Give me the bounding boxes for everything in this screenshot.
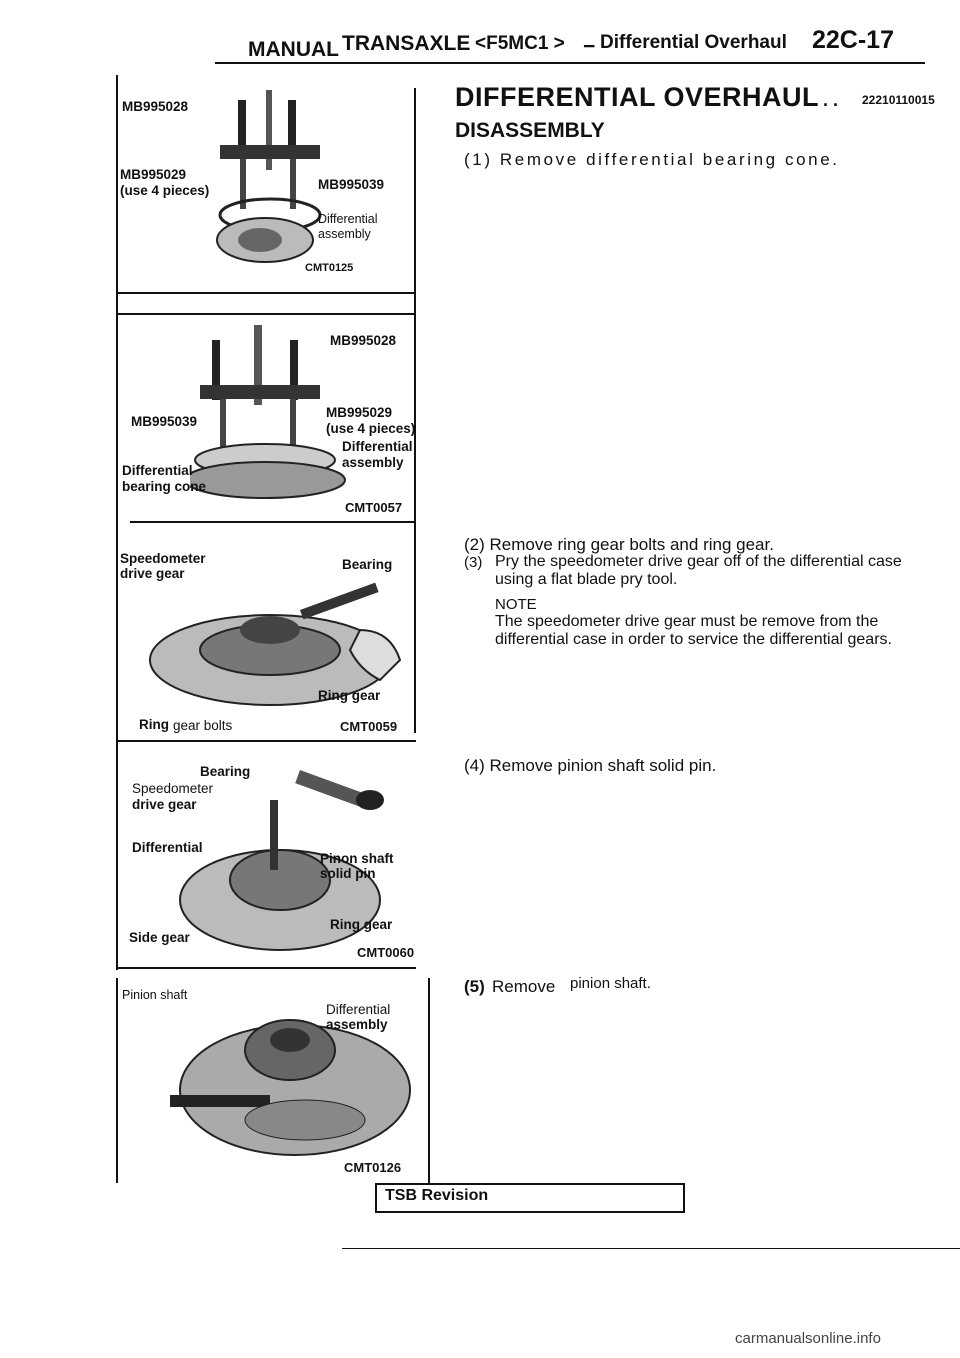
header-model: <F5MC1 > [475,33,565,54]
fig1-label-tool-top: MB995028 [122,99,189,114]
fig4-code: CMT0060 [357,945,415,960]
fig-divider-3 [116,740,416,742]
fig1-label-tool-right: MB995039 [318,177,385,192]
header-rule [215,62,925,64]
fig4-label-solid-pin: solid pin [320,866,376,881]
left-frame-line [116,75,118,970]
fig2-label-part-right: Differential [342,439,413,454]
fig4-label-bearing: Bearing [200,764,251,779]
right-frame-line-1 [414,88,416,733]
fig2-label-tool-left: MB995039 [131,414,198,429]
fig3-code: CMT0059 [340,719,398,734]
fig2-label-tool-top: MB995028 [330,333,397,348]
page-number: 22C-17 [812,26,894,54]
fig1-label-part2: assembly [318,227,371,241]
section-subtitle: DISASSEMBLY [455,119,605,142]
note-label: NOTE [495,596,537,613]
step-3-line-b: using a flat blade pry tool. [495,571,678,588]
tsb-revision-label: TSB Revision [385,1187,489,1204]
watermark-site[interactable]: carmanualsonline.info [735,1330,881,1347]
header-manual: MANUAL [248,38,339,61]
fig2-label-part-left: Differential [122,463,193,478]
fig2-label-tool-right-note: (use 4 pieces) [326,421,416,436]
step-1: (1) Remove differential bearing cone. [464,150,840,169]
fig1-label-tool-left-note: (use 4 pieces) [120,183,210,198]
fig1-code: CMT0125 [305,262,354,274]
tsb-revision-box: TSB Revision [375,1183,685,1213]
fig5-code: CMT0126 [344,1160,402,1175]
fig1-label-tool-left: MB995029 [120,167,187,182]
header-section: Differential Overhaul [600,32,787,53]
fig4-label-pinion-shaft: Pinon shaft [320,851,394,866]
figure-4-illustration [179,770,384,951]
fig3-label-speedometer: Speedometer [120,551,206,566]
fig3-label-bearing: Bearing [342,557,393,572]
fig3-label-ring-gear-bolts-a: Ring [139,717,169,732]
note-line-a: The speedometer drive gear must be remov… [495,613,879,630]
fig5-label-pinion-shaft: Pinion shaft [122,988,188,1002]
title-dots: . . [823,90,839,110]
fig5-label-assembly: assembly [326,1017,388,1032]
footer-rule [342,1248,960,1249]
step-5-pinion-shaft: pinion shaft. [570,975,651,992]
fig-divider-1b [116,313,416,315]
fig2-label-part-left2: bearing cone [122,479,207,494]
figure-5-illustration [170,1019,411,1156]
fig-divider-4 [116,967,416,969]
fig-divider-2 [130,521,414,523]
step-2: (2) Remove ring gear bolts and ring gear… [464,535,774,554]
figure-2-illustration [190,325,346,499]
fig5-left-line [116,978,118,1183]
fig1-label-part: Differential [318,212,378,226]
fig3-label-drive-gear: drive gear [120,566,185,581]
fig5-right-line [428,978,430,1183]
fig4-label-ring-gear: Ring gear [330,917,393,932]
step-3-line-a: Pry the speedometer drive gear off of th… [495,553,902,570]
step-3-number: (3) [464,554,483,571]
fig5-label-differential: Differential [326,1002,391,1017]
fig4-label-side-gear: Side gear [129,930,190,945]
note-line-b: differential case in order to service th… [495,631,892,648]
fig2-code: CMT0057 [345,500,403,515]
title-code: 22210110015 [862,93,935,107]
step-5-number: (5) [464,977,485,996]
fig-divider-1 [116,292,416,294]
fig4-label-differential: Differential [132,840,203,855]
figure-1-illustration [216,90,322,263]
fig3-label-ring-gear-bolts-b: gear bolts [173,718,233,733]
header-transaxle: TRANSAXLE [342,32,471,55]
page-title: DIFFERENTIAL OVERHAUL [455,82,820,112]
fig4-label-drive-gear: drive gear [132,797,197,812]
step-4: (4) Remove pinion shaft solid pin. [464,756,717,775]
figure-3-illustration [149,582,402,706]
fig3-label-ring-gear: Ring gear [318,688,381,703]
step-5-remove: Remove [492,977,556,996]
fig4-label-speedometer: Speedometer [132,781,214,796]
header-dash: − [583,35,596,58]
fig2-label-part-right2: assembly [342,455,404,470]
fig2-label-tool-right: MB995029 [326,405,393,420]
